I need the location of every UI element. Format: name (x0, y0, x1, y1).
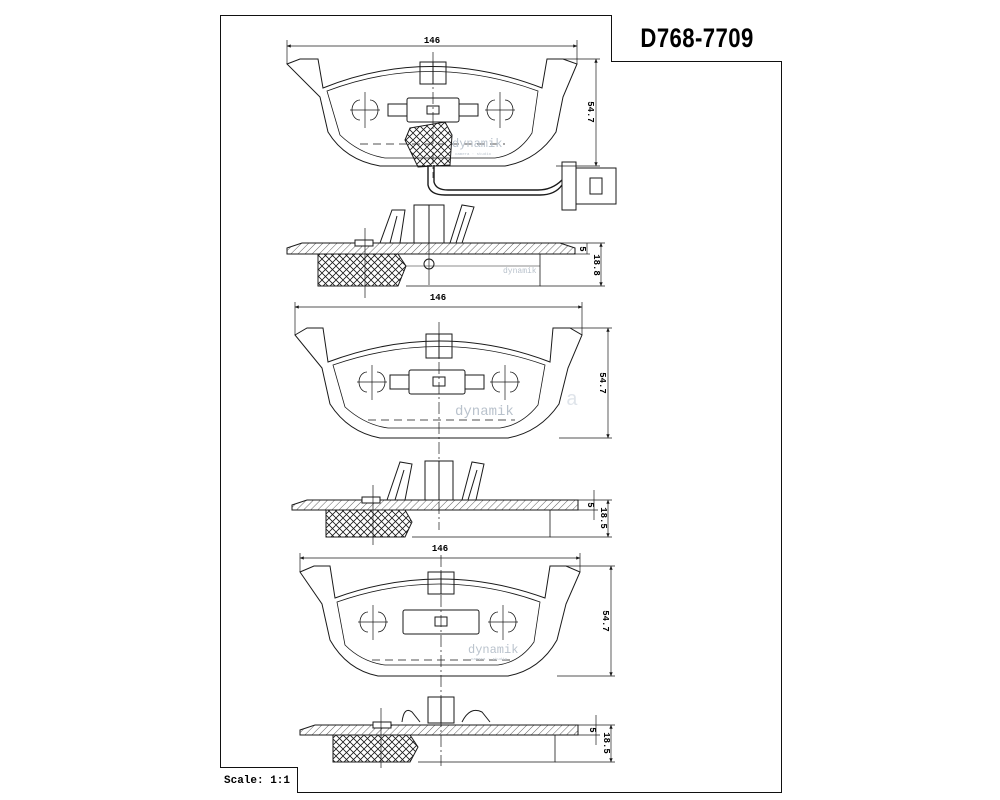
watermark-logo-1: dynamik (452, 137, 502, 151)
scale-label: Scale: 1:1 (224, 774, 291, 787)
dim-width-view-2: 146 (430, 293, 446, 303)
watermark-tagline-4: camera · studio (471, 657, 508, 662)
dim-backplate-side-1: 5 (577, 246, 587, 251)
part-number: D768-7709 (640, 22, 754, 53)
dim-height-view-1: 54.7 (585, 101, 595, 123)
dim-backplate-side-2: 5 (585, 502, 595, 507)
watermark-tagline-1: camera · studio (455, 152, 492, 157)
dim-width-view-1: 146 (424, 36, 440, 46)
dim-height-view-2: 54.7 (597, 372, 607, 394)
dim-total-side-3: 18.5 (601, 732, 611, 754)
dim-height-view-3: 54.7 (600, 610, 610, 632)
watermark-faint-letter: a (566, 389, 578, 412)
dim-width-view-3: 146 (432, 544, 448, 554)
side-view-1 (286, 204, 576, 287)
drawing-frame (220, 15, 782, 793)
watermark-logo-2: dynamik (503, 267, 537, 276)
dimension-lines (286, 40, 615, 768)
side-view-3 (299, 696, 579, 763)
scale-block: Scale: 1:1 (220, 767, 298, 793)
dim-backplate-side-3: 5 (587, 727, 597, 732)
dim-total-side-2: 18.5 (598, 507, 608, 529)
watermark-logo-4: dynamik (468, 643, 518, 657)
front-view-1 (286, 58, 617, 211)
title-block: D768-7709 (611, 15, 782, 62)
watermarks: dynamik camera · studio dynamik dynamik … (452, 137, 578, 662)
side-view-2 (291, 460, 579, 538)
watermark-logo-3: dynamik (455, 404, 514, 420)
dim-total-side-1: 18.8 (591, 254, 601, 276)
